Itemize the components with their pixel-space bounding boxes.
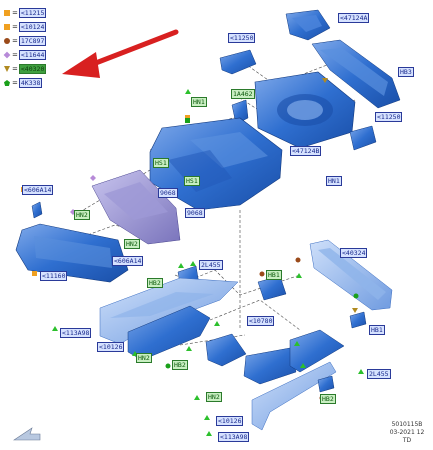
upper-bracket xyxy=(219,49,257,75)
legend-row: = 17C897 xyxy=(4,36,47,46)
legend-code: <10124 xyxy=(18,22,47,32)
right-rear-rail xyxy=(311,39,401,109)
part-label[interactable]: <47124B xyxy=(290,146,322,156)
brown-circle-icon xyxy=(4,38,10,44)
right-floor-bracket xyxy=(349,125,377,151)
part-label[interactable]: <11250 xyxy=(228,33,256,43)
part-label[interactable]: 2L455 xyxy=(367,369,391,379)
part-label[interactable]: HB1 xyxy=(369,325,385,335)
center-rail-left xyxy=(127,305,211,361)
legend-row: = <11215 xyxy=(4,8,47,18)
part-label[interactable]: <11250 xyxy=(375,112,403,122)
floor-clip xyxy=(231,99,249,125)
part-label[interactable]: HB1 xyxy=(266,270,282,280)
right-side-sill xyxy=(309,239,393,311)
legend-row: = <11644 xyxy=(3,50,47,60)
legend-code: <11644 xyxy=(18,50,47,60)
part-label[interactable]: <113A98 xyxy=(218,432,250,442)
center-rail-bracket xyxy=(243,347,297,385)
left-small-bracket xyxy=(31,201,43,219)
part-label[interactable]: <606A14 xyxy=(22,185,54,195)
center-rail-right xyxy=(205,333,247,367)
part-label[interactable]: HN2 xyxy=(124,239,140,249)
footer-date: 03-2021 12 xyxy=(389,429,425,436)
part-label[interactable]: <47124A xyxy=(338,13,370,23)
part-label[interactable]: HN1 xyxy=(326,176,342,186)
legend-code-highlighted: <40320 xyxy=(18,64,47,74)
footer-author: TD xyxy=(402,437,412,444)
part-label[interactable]: HN2 xyxy=(74,210,90,220)
green-pentagon-icon xyxy=(4,80,10,86)
orange-square-icon xyxy=(4,10,10,16)
front-floor-pan xyxy=(149,117,283,211)
footer-code: 5010115B xyxy=(391,421,423,428)
part-label[interactable]: <10780 xyxy=(247,316,275,326)
legend-row: = 4K338 xyxy=(4,78,43,88)
left-rear-panel xyxy=(15,223,129,283)
part-label[interactable]: HN1 xyxy=(191,97,207,107)
lower-long-sill xyxy=(251,361,337,431)
orange-square-icon xyxy=(4,24,10,30)
legend-code: 4K338 xyxy=(18,78,43,88)
view-direction-icon xyxy=(13,427,41,441)
right-lower-rail xyxy=(289,329,345,373)
olive-triangle-icon xyxy=(4,66,10,72)
legend-row: = <10124 xyxy=(4,22,47,32)
part-label[interactable]: <10126 xyxy=(97,342,125,352)
part-label[interactable]: <11160 xyxy=(40,271,68,281)
part-label[interactable]: HB2 xyxy=(147,278,163,288)
purple-diamond-icon xyxy=(3,51,11,59)
legend-code: 17C897 xyxy=(18,36,47,46)
lower-clip xyxy=(317,375,335,393)
part-label[interactable]: 2L455 xyxy=(199,260,223,270)
rear-floor-pan xyxy=(254,71,356,149)
part-label[interactable]: HN2 xyxy=(136,353,152,363)
part-label[interactable]: <606A14 xyxy=(112,256,144,266)
part-label[interactable]: 1A462 xyxy=(231,89,255,99)
red-arrow-icon xyxy=(62,29,179,78)
part-label[interactable]: <113A98 xyxy=(60,328,92,338)
legend-code: <11215 xyxy=(18,8,47,18)
part-label[interactable]: HB2 xyxy=(320,394,336,404)
part-label[interactable]: HB3 xyxy=(398,67,414,77)
purple-crossmember xyxy=(91,169,181,245)
part-label[interactable]: 9068 xyxy=(185,208,205,218)
part-label[interactable]: HS1 xyxy=(153,158,169,168)
part-label[interactable]: HB2 xyxy=(172,360,188,370)
rear-shelf-panel xyxy=(285,9,331,41)
right-small-clip xyxy=(349,311,367,329)
part-label[interactable]: HS1 xyxy=(184,176,200,186)
legend-row: = <40320 xyxy=(4,64,47,74)
part-label[interactable]: HN2 xyxy=(206,392,222,402)
part-label[interactable]: <10126 xyxy=(216,416,244,426)
part-label[interactable]: 9068 xyxy=(158,188,178,198)
part-label[interactable]: <40324 xyxy=(340,248,368,258)
